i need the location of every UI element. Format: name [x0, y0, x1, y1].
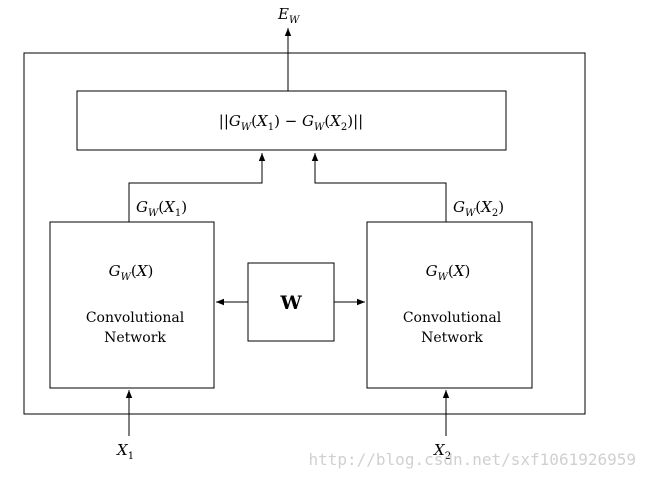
input-left-label: X1 — [116, 441, 134, 462]
shared-weights-label: W — [279, 292, 302, 314]
left-network-box — [49, 221, 215, 389]
left-network-function: GW(X) — [109, 262, 154, 283]
right-feature-arrow — [311, 153, 447, 222]
distance-formula: ||GW(X1) − GW(X2)|| — [219, 112, 363, 133]
left-feature-label: GW(X1) — [136, 198, 187, 219]
outer-frame — [23, 52, 586, 415]
right-feature-label: GW(X2) — [453, 198, 504, 219]
input-right-label: X2 — [433, 441, 451, 462]
right-network-line1: Convolutional — [403, 310, 502, 326]
left-network-line2: Network — [104, 330, 166, 346]
right-network-function: GW(X) — [426, 262, 471, 283]
right-network-line2: Network — [421, 330, 483, 346]
left-feature-arrow — [128, 153, 266, 222]
watermark-text: http://blog.csdn.net/sxf1061926959 — [308, 450, 636, 469]
left-network-line1: Convolutional — [86, 310, 185, 326]
right-network-box — [366, 221, 533, 389]
distance-box — [76, 90, 507, 151]
output-label: EW — [277, 5, 300, 26]
